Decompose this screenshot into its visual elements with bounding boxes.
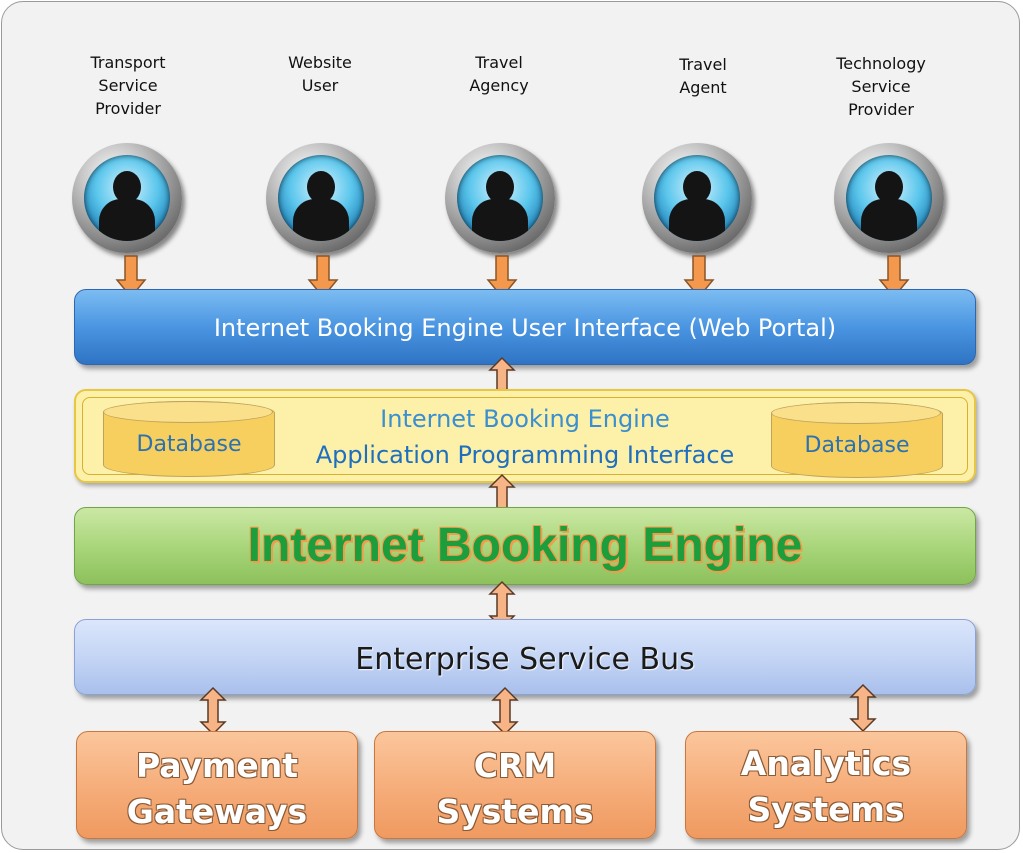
layer-user-interface: Internet Booking Engine User Interface (… <box>74 289 976 365</box>
database-icon: Database <box>103 401 275 477</box>
user-avatar-icon <box>642 143 752 253</box>
layer-booking-engine-label: Internet Booking Engine <box>247 519 803 572</box>
layer-api: Database Database Internet Booking Engin… <box>74 389 976 483</box>
down-arrow-icon <box>307 255 339 299</box>
system-analytics: Analytics Systems <box>685 731 967 839</box>
down-arrow-icon <box>486 255 518 299</box>
double-arrow-icon <box>491 686 519 736</box>
double-arrow-icon <box>849 683 877 733</box>
database-icon: Database <box>771 402 943 478</box>
layer-enterprise-service-bus: Enterprise Service Bus <box>74 619 976 695</box>
layer-booking-engine: Internet Booking Engine <box>74 507 976 585</box>
user-avatar-icon <box>72 143 182 253</box>
system-payment-gateways: Payment Gateways <box>76 731 358 839</box>
user-avatar-icon <box>445 143 555 253</box>
double-arrow-icon <box>199 686 227 736</box>
layer-api-subtitle: Application Programming Interface <box>315 441 735 469</box>
user-avatar-icon <box>266 143 376 253</box>
down-arrow-icon <box>683 255 715 299</box>
layer-enterprise-service-bus-label: Enterprise Service Bus <box>355 642 695 677</box>
layer-user-interface-label: Internet Booking Engine User Interface (… <box>213 314 837 342</box>
down-arrow-icon <box>878 255 910 299</box>
user-avatar-icon <box>834 143 944 253</box>
layer-api-title: Internet Booking Engine <box>380 405 670 433</box>
system-crm: CRM Systems <box>374 731 656 839</box>
down-arrow-icon <box>115 255 147 299</box>
